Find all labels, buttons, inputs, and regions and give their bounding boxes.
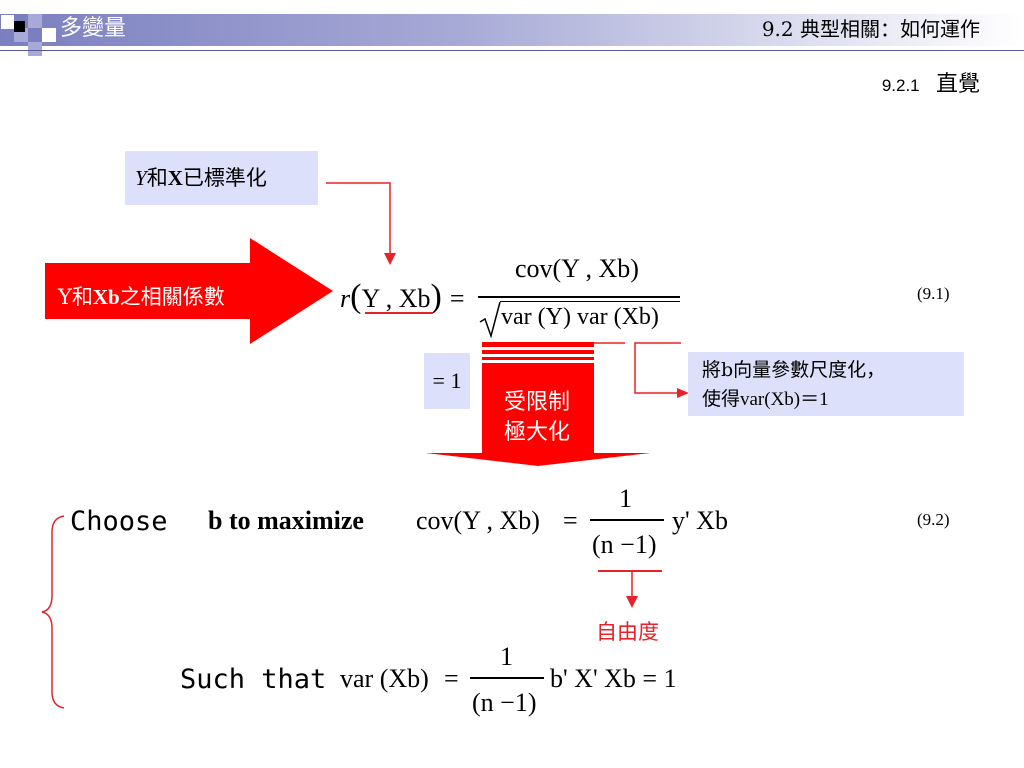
eq3-fraction-bar (470, 677, 544, 679)
header-divider (0, 50, 1024, 51)
eq3-such-that: Such that (180, 664, 327, 695)
eq3-frac-num: 1 (500, 642, 513, 671)
eq3-equals: = (444, 664, 459, 693)
eq2-choose: Choose (70, 506, 168, 537)
standardized-arrow (326, 182, 396, 265)
eq2-number: (9.2) (917, 510, 950, 529)
subsection-heading: 9.2.1 直覺 (882, 66, 980, 98)
eq1-denominator: var (Y) var (Xb) (501, 304, 659, 330)
eq3-frac-den: (n −1) (472, 688, 537, 717)
eq3-var: var (Xb) (340, 664, 429, 693)
subsection-number: 9.2.1 (881, 76, 920, 95)
subsection-title: 直覺 (935, 72, 980, 97)
eq2-equals: = (563, 506, 578, 535)
section-title: 多變量 (60, 16, 127, 41)
scale-note: 將b向量參數尺度化， 使得var(Xb)＝1 (688, 352, 964, 416)
eq1-numerator: cov(Y , Xb) (515, 254, 639, 283)
standardized-note: Y和X已標準化 (125, 151, 318, 205)
bullet-square-icon (14, 21, 25, 32)
maximize-label: 受限制 極大化 (503, 390, 570, 445)
dof-label: 自由度 (596, 620, 659, 644)
header-bar (0, 14, 1024, 46)
section-reference: 9.2 典型相關：如何運作 (761, 17, 980, 41)
sqrt-bar (500, 301, 680, 303)
scale-arrow (590, 342, 689, 398)
eq3-tail: b' X' Xb = 1 (550, 664, 677, 693)
sqrt-symbol (479, 301, 501, 339)
eq1-lhs: r(Y , Xb)= (340, 278, 465, 315)
eq2-tail: y' Xb (672, 506, 728, 535)
eq2-frac-num: 1 (619, 484, 632, 513)
header-decoration (0, 0, 60, 64)
correlation-arrow-icon (45, 238, 333, 344)
eq2-cov: cov(Y , Xb) (416, 506, 540, 535)
eq2-frac-den: (n −1) (592, 530, 657, 559)
left-brace (41, 515, 65, 709)
dof-arrow (626, 572, 638, 608)
eq1-fraction-bar (478, 296, 680, 298)
maximize-arrow-icon (426, 342, 650, 466)
equals-one-note: = 1 (424, 353, 470, 409)
dof-underline (598, 570, 662, 572)
eq2-fraction-bar (590, 519, 664, 521)
eq1-underline (365, 312, 433, 314)
eq2-goal: b to maximize (208, 506, 364, 535)
correlation-label: Y和Xb之相關係數 (58, 285, 225, 309)
eq1-number: (9.1) (917, 284, 950, 303)
